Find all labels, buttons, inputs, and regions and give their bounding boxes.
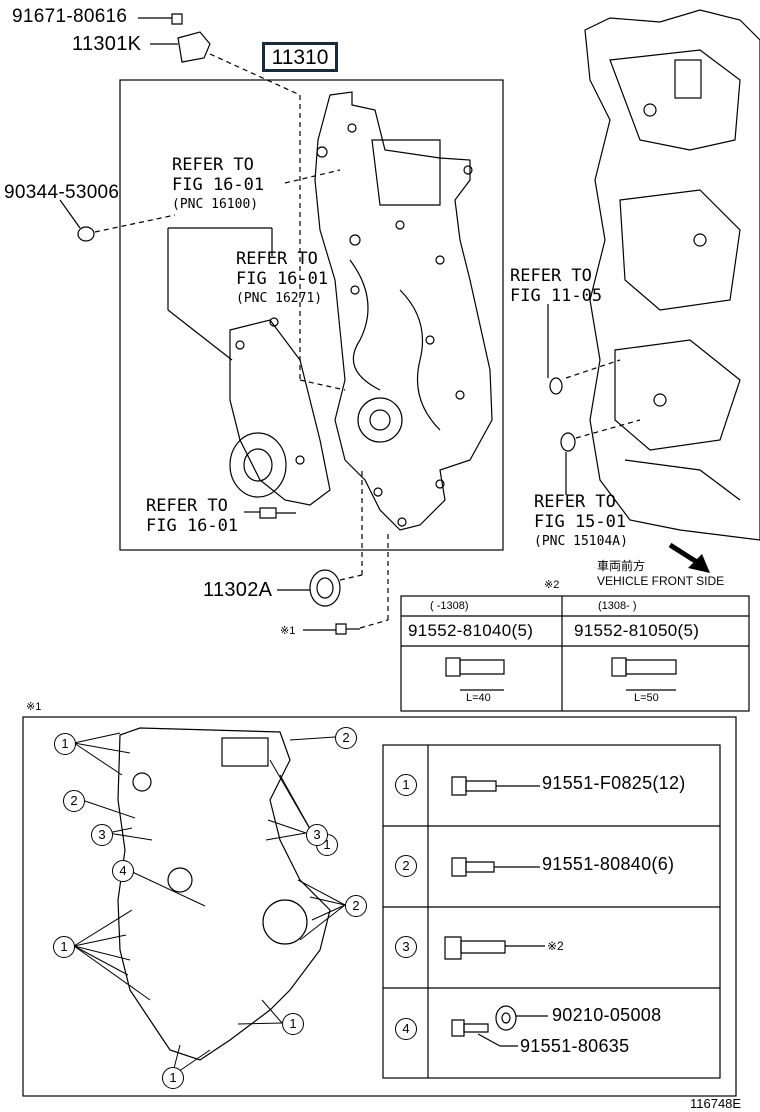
ref-line: FIG 16-01 [146,516,239,536]
part-number-11302a[interactable]: 11302A [203,579,273,601]
ref-line: REFER TO [236,249,318,269]
main-frame [119,79,504,551]
engine-block [584,9,760,541]
oil-seal [309,569,341,607]
callout-3: 3 [91,824,113,846]
ref-line: REFER TO [172,155,254,175]
ref-line: REFER TO [510,266,592,286]
ref-line: REFER TO [146,496,228,516]
legend-number-4: 4 [395,1018,417,1040]
bolt-col2-header: (1308- ) [598,600,637,612]
callout-2: 2 [63,790,85,812]
callout-2: 2 [335,727,357,749]
part-number-91671[interactable]: 91671-80616 [12,6,128,27]
refer-fig-16-01-pnc16100[interactable]: REFER TO FIG 16-01 (PNC 16100) [172,155,264,215]
refer-fig-11-05[interactable]: REFER TO FIG 11-05 [510,266,602,306]
bolt-col2-length: L=50 [634,692,659,704]
part-number-11301k[interactable]: 11301K [72,33,142,55]
legend-number-3: 3 [395,936,417,958]
ref-line: FIG 11-05 [510,286,603,306]
bolt-col1-length: L=40 [466,692,491,704]
legend-part-2[interactable]: 91551-80840(6) [542,854,675,874]
callout-1: 1 [53,936,75,958]
timing-cover [314,91,493,531]
refer-fig-15-01[interactable]: REFER TO FIG 15-01 (PNC 15104A) [534,492,628,552]
legend-part-4b[interactable]: 91551-80635 [520,1036,630,1056]
callout-4: 4 [112,860,134,882]
ref-pnc: (PNC 16271) [236,291,323,306]
legend-number-1: 1 [395,774,417,796]
vehicle-front-en: VEHICLE FRONT SIDE [597,574,725,588]
callout-1: 1 [282,1013,304,1035]
lower-frame [22,716,737,1097]
cover-outline-lower [117,727,331,1061]
note-2-marker: ※2 [544,579,560,591]
ref-line: FIG 15-01 [534,512,627,532]
bolt-col2-part[interactable]: 91552-81050(5) [574,621,700,640]
ref-line: REFER TO [534,492,616,512]
callout-1: 1 [162,1067,184,1089]
legend-part-3: ※2 [547,939,564,953]
callout-1: 1 [54,733,76,755]
callout-2: 2 [345,895,367,917]
ref-pnc: (PNC 16100) [172,197,259,212]
part-number-90344[interactable]: 90344-53006 [4,182,120,203]
legend-number-2: 2 [395,855,417,877]
ref-line: FIG 16-01 [236,269,329,289]
part-number-11310[interactable]: 11310 [262,42,338,72]
refer-fig-16-01-pnc16271[interactable]: REFER TO FIG 16-01 (PNC 16271) [236,249,328,309]
plug [77,226,95,242]
callout-3: 3 [306,824,328,846]
cam-sensor [177,31,211,63]
legend-part-1[interactable]: 91551-F0825(12) [542,773,686,793]
figure-code: 116748E [690,1096,742,1111]
bolt-table-frame [400,595,750,712]
ref-pnc: (PNC 15104A) [534,534,628,549]
note-1-section-marker: ※1 [26,701,42,713]
refer-fig-16-01-pump-bolt[interactable]: REFER TO FIG 16-01 [146,496,238,536]
note-1-marker: ※1 [280,625,296,637]
bolt-col1-header: ( -1308) [430,600,469,612]
vehicle-front-jp: 車両前方 [597,559,646,573]
water-pump [229,319,331,506]
bolt-col1-part[interactable]: 91552-81040(5) [408,621,534,640]
ref-line: FIG 16-01 [172,175,265,195]
legend-part-4a[interactable]: 90210-05008 [552,1005,662,1025]
sensor-bolt [171,13,183,25]
